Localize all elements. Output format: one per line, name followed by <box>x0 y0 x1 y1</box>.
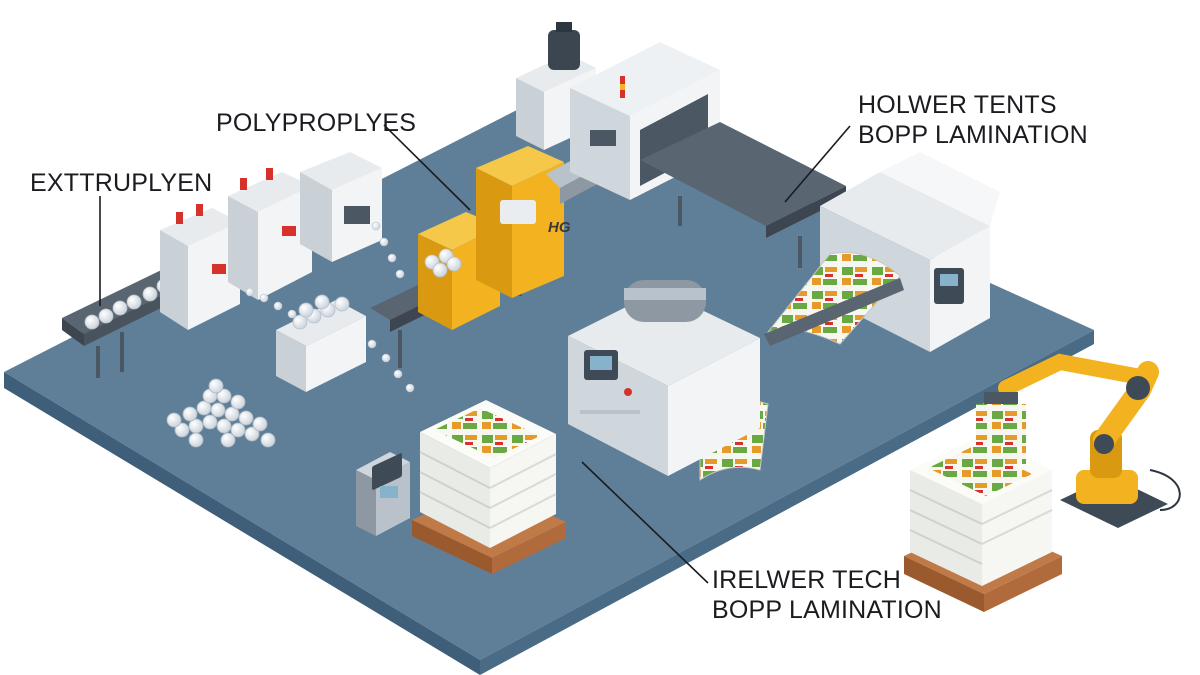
extruder-unit-2 <box>228 168 312 300</box>
printing-machine <box>568 280 760 476</box>
label-extruder: EXTTRUPLYEN <box>30 168 212 198</box>
bag-pallet-right <box>904 436 1062 612</box>
label-polypropylene-text: POLYPROPLYES <box>216 109 417 137</box>
control-kiosk <box>356 452 410 536</box>
label-holwer-line-1: HOLWER TENTS <box>858 91 1057 119</box>
callout-leaders <box>99 124 851 584</box>
label-extruder-text: EXTTRUPLYEN <box>30 169 213 197</box>
pellet-pile <box>166 378 276 448</box>
robot-arm <box>976 353 1181 528</box>
label-holwer-bopp: HOLWER TENTS BOPP LAMINATION <box>858 90 1088 150</box>
pellet-hopper <box>276 294 366 392</box>
label-irelwer-bopp: IRELWER TECH BOPP LAMINATION <box>712 565 942 625</box>
extruder-unit-3 <box>300 152 382 262</box>
rear-right-conveyor <box>640 122 846 268</box>
label-polypropylene: POLYPROPLYES <box>216 108 416 138</box>
label-holwer-line-2: BOPP LAMINATION <box>858 121 1088 149</box>
label-irelwer-line-1: IRELWER TECH <box>712 566 901 594</box>
bag-pallet-center <box>412 400 566 574</box>
extruder-unit-1 <box>160 204 240 330</box>
label-irelwer-line-2: BOPP LAMINATION <box>712 596 942 624</box>
pellet-stream <box>245 221 415 393</box>
yellow-station-rear: HG <box>476 146 571 298</box>
machine-badge-text: HG <box>548 219 571 236</box>
